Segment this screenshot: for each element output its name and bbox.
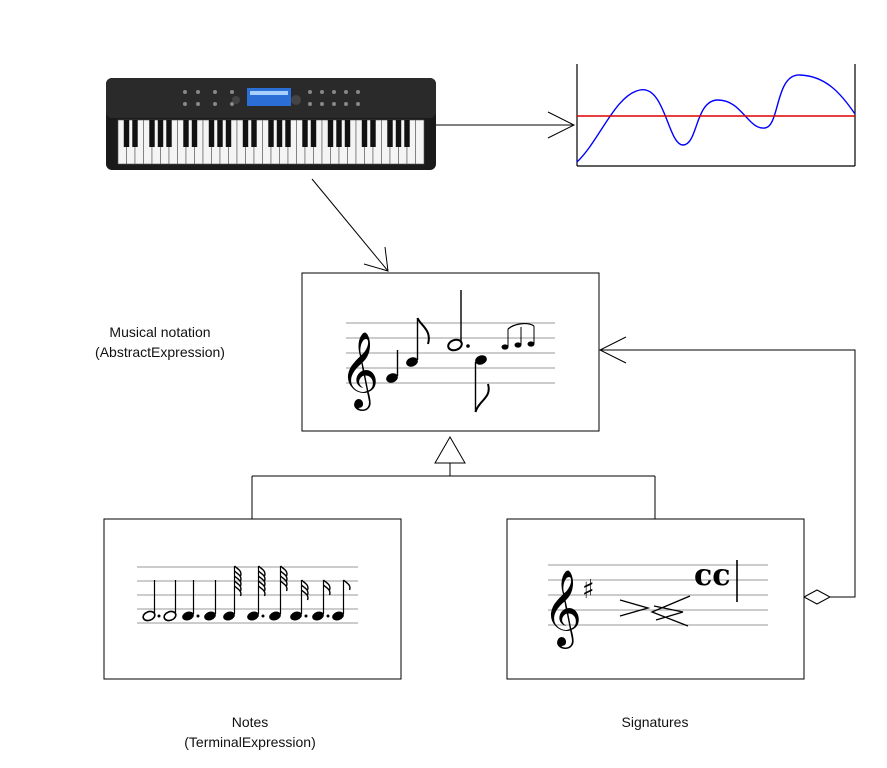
- terminal-expression-label: Notes (TerminalExpression): [130, 712, 370, 752]
- svg-text:𝄞: 𝄞: [340, 331, 379, 411]
- arrow-keyboard-to-waveform: [436, 111, 576, 139]
- piano-black-key: [191, 120, 198, 147]
- note-dot: [261, 614, 265, 618]
- abstract-expression-label: Musical notation (AbstractExpression): [40, 322, 280, 362]
- piano-black-key: [251, 120, 257, 147]
- note-values-icon: [137, 565, 358, 624]
- note-flag: [280, 565, 288, 577]
- piano-black-key: [344, 120, 351, 147]
- abstract-label-line1: Musical notation: [109, 324, 211, 340]
- abstract-expression-box: [301, 272, 600, 432]
- piano-black-key: [327, 120, 334, 147]
- note-flag: [234, 565, 242, 577]
- note-flag: [323, 584, 331, 596]
- piano-black-key: [132, 120, 138, 147]
- abstract-label-line2: (AbstractExpression): [95, 344, 225, 360]
- piano-black-key: [268, 120, 274, 147]
- piano-black-key: [242, 120, 249, 147]
- note-head: [182, 611, 194, 621]
- piano-black-key: [157, 120, 164, 147]
- svg-text:♯: ♯: [582, 575, 595, 605]
- audio-waveform-icon: [576, 64, 856, 167]
- note-dot: [304, 614, 308, 618]
- svg-text:cc: cc: [694, 558, 731, 593]
- piano-black-key: [208, 120, 215, 147]
- signatures-box: [506, 518, 805, 680]
- note-flag: [280, 575, 288, 587]
- piano-black-key: [149, 120, 155, 147]
- note-head: [247, 611, 259, 621]
- piano-black-key: [183, 120, 189, 147]
- notes-label-line2: (TerminalExpression): [184, 734, 316, 750]
- note-dot: [196, 614, 200, 618]
- piano-black-key: [166, 120, 172, 147]
- piano-black-key: [404, 120, 410, 147]
- signatures-label: Signatures: [565, 712, 745, 732]
- note-head: [269, 611, 281, 621]
- clef-and-time-signature-icon: 𝄞 ♯ cc: [543, 558, 768, 649]
- note-flag: [234, 585, 242, 597]
- note-flag: [234, 575, 242, 587]
- note-flag: [258, 585, 266, 597]
- note-flag: [234, 570, 242, 582]
- note-head: [223, 611, 235, 621]
- arrow-keyboard-to-notation: [311, 178, 389, 272]
- terminal-expression-box: [103, 518, 402, 680]
- note-flag: [301, 584, 309, 596]
- note-flag: [258, 565, 266, 577]
- note-flag: [280, 580, 288, 592]
- piano-black-key: [370, 120, 376, 147]
- piano-black-key: [217, 120, 223, 147]
- note-flag: [323, 579, 331, 591]
- generalization-arrow: [251, 435, 656, 519]
- note-head: [290, 611, 302, 621]
- svg-text:𝄞: 𝄞: [543, 569, 582, 649]
- note-head: [204, 611, 216, 621]
- synthesizer-keyboard-icon: [106, 78, 436, 170]
- note-head: [332, 611, 344, 621]
- piano-black-key: [387, 120, 393, 147]
- piano-black-key: [336, 120, 342, 147]
- note-flag: [234, 580, 242, 592]
- piano-black-key: [395, 120, 402, 147]
- piano-black-key: [225, 120, 232, 147]
- note-flag: [280, 570, 288, 582]
- piano-black-key: [285, 120, 291, 147]
- note-dot: [157, 614, 161, 618]
- note-flag: [258, 580, 266, 592]
- note-head: [312, 611, 324, 621]
- piano-black-key: [302, 120, 308, 147]
- piano-black-key: [310, 120, 317, 147]
- note-dot: [326, 614, 330, 618]
- piano-white-key: [415, 119, 425, 165]
- note-flag: [343, 579, 351, 591]
- note-flag: [258, 570, 266, 582]
- aggregation-arrow: [598, 336, 856, 605]
- signatures-label-text: Signatures: [621, 714, 689, 730]
- notes-label-line1: Notes: [231, 714, 269, 730]
- note-flag: [301, 589, 309, 601]
- sheet-music-icon: 𝄞: [340, 290, 555, 413]
- piano-black-key: [276, 120, 283, 147]
- piano-black-key: [361, 120, 368, 147]
- note-flag: [258, 575, 266, 587]
- piano-black-key: [123, 120, 130, 147]
- note-flag: [301, 579, 309, 591]
